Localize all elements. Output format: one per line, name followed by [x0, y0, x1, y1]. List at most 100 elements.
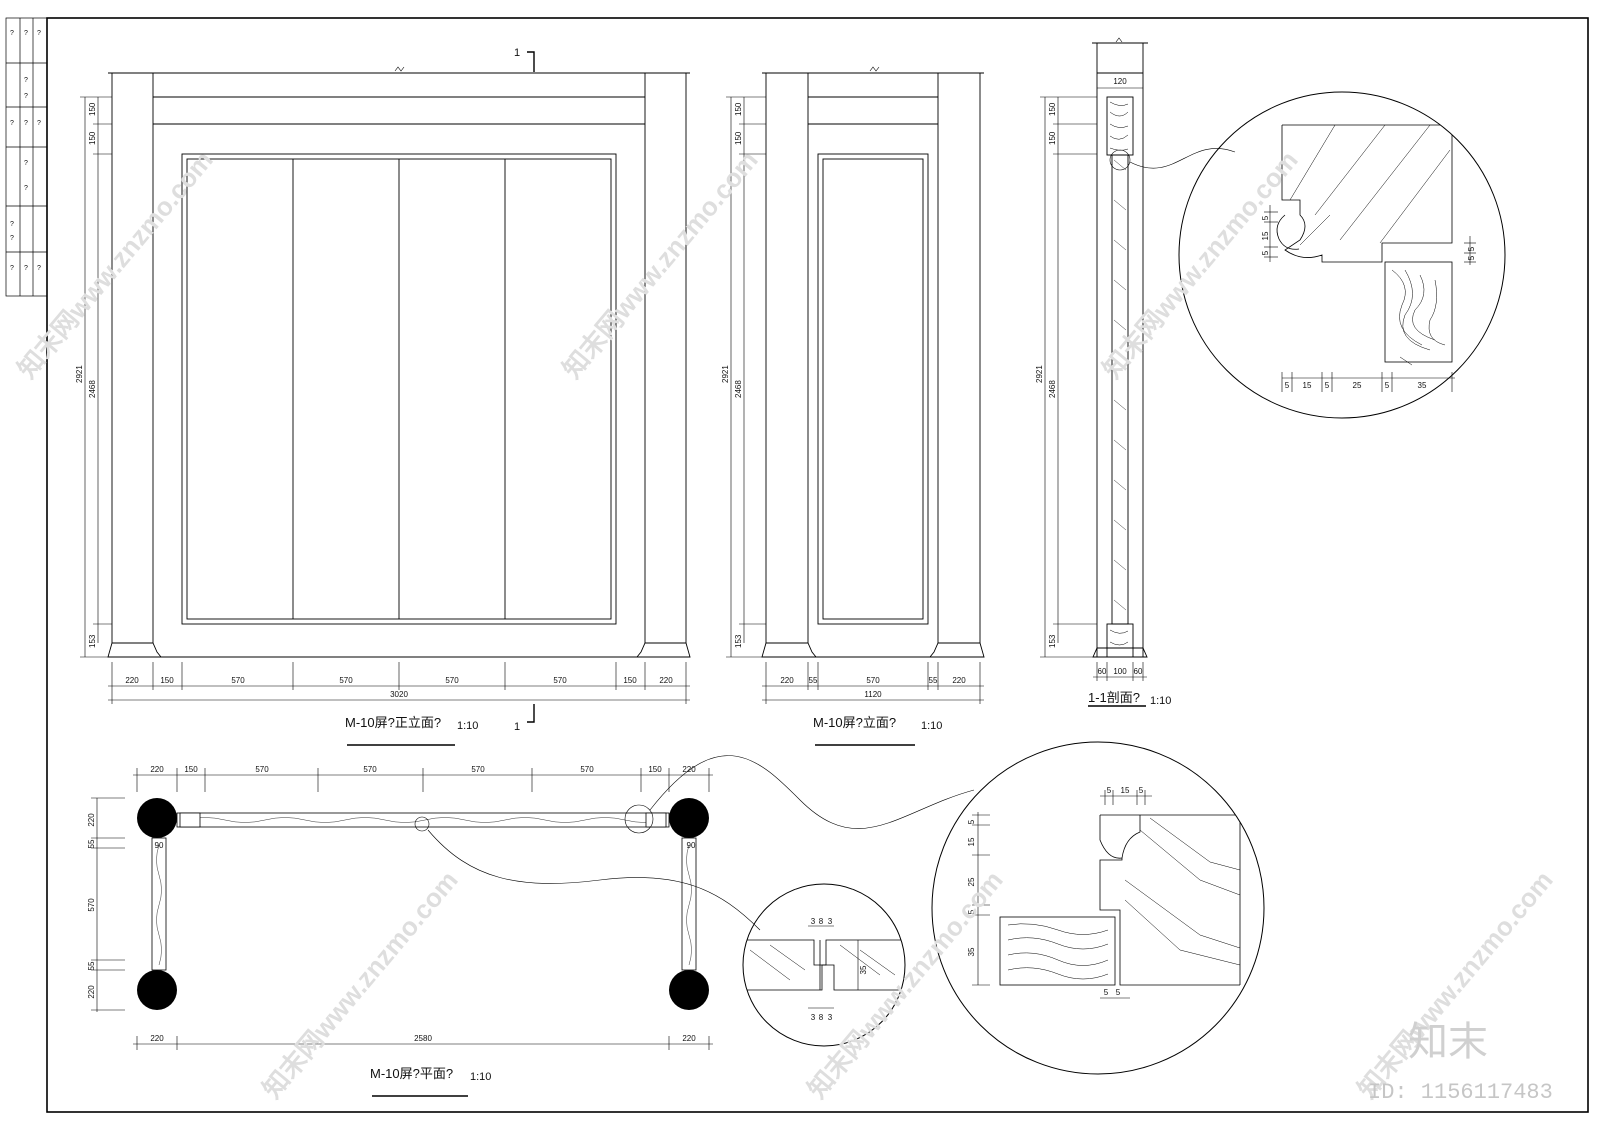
title-block-cell: ? — [10, 221, 14, 228]
side-elevation — [761, 66, 985, 658]
front-horizontal-dims: 220 150 570 570 570 570 150 220 3020 — [125, 676, 673, 699]
title-block-cell: ? — [37, 120, 41, 127]
section-dims: 120 150 150 2468 153 2921 60 100 60 — [1035, 77, 1143, 676]
watermark-overlay: 知末网www.znzmo.com 知末网www.znzmo.com 知末网www… — [12, 145, 1559, 1104]
dim-label: 570 — [339, 676, 353, 685]
detail-top-content — [1276, 124, 1453, 366]
dim-label: 3 — [828, 1013, 833, 1022]
section-title: 1-1剖面? — [1088, 690, 1140, 705]
detail-small-dims: 3 8 3 3 8 3 35 — [811, 917, 868, 1022]
dim-label: 2921 — [75, 365, 84, 383]
dim-label: 5 — [1139, 786, 1144, 795]
side-elevation-title: M-10屏?立面? — [813, 715, 896, 730]
dim-label: 5 — [1104, 988, 1109, 997]
detail-circle-small — [742, 883, 906, 1047]
dim-label: 35 — [1418, 381, 1427, 390]
section-view — [1092, 37, 1148, 658]
dim-label: 220 — [125, 676, 139, 685]
detail-top-dim-lines — [1264, 205, 1476, 392]
dim-label: 150 — [623, 676, 637, 685]
dim-label: 570 — [445, 676, 459, 685]
title-block-cell: ? — [24, 120, 28, 127]
dim-label: 15 — [1261, 231, 1270, 240]
side-vertical-dims: 150 150 2468 153 2921 — [721, 102, 743, 648]
title-block-cell: ? — [24, 93, 28, 100]
dim-label: 150 — [648, 765, 662, 774]
dim-label: 570 — [231, 676, 245, 685]
dim-label: 5 — [1285, 381, 1290, 390]
title-block-cell: ? — [24, 77, 28, 84]
title-block-cell: ? — [24, 185, 28, 192]
dim-label: 90 — [155, 841, 164, 850]
title-block-text: ? ? ? ? ? ? ? ? ? ? ? ? ? ? ? — [10, 30, 41, 272]
dim-label: 220 — [682, 765, 696, 774]
title-block-cell: ? — [10, 265, 14, 272]
dim-label: 2468 — [1048, 380, 1057, 398]
dim-label: 5 — [967, 909, 976, 914]
detail-large-dims: 5 15 5 5 15 25 5 35 5 5 — [967, 786, 1144, 997]
dim-label: 25 — [1353, 381, 1362, 390]
title-block-cell: ? — [24, 160, 28, 167]
dim-label: 570 — [255, 765, 269, 774]
dim-label: 150 — [734, 131, 743, 145]
dim-label: 3 — [811, 1013, 816, 1022]
plan-view — [137, 798, 709, 1010]
column-post — [137, 798, 177, 838]
dim-label: 55 — [809, 676, 818, 685]
dim-label-overall: 1120 — [864, 690, 882, 699]
dim-label: 5 — [1325, 381, 1330, 390]
title-block-cell: ? — [10, 235, 14, 242]
section-mark-label: 1 — [514, 47, 520, 59]
dim-label: 15 — [1303, 381, 1312, 390]
section-mark-label: 1 — [514, 721, 520, 733]
dim-label: 220 — [87, 985, 96, 999]
dim-label: 220 — [150, 1034, 164, 1043]
detail-small-dim-lines — [808, 925, 859, 1009]
dim-label: 220 — [780, 676, 794, 685]
front-elevation-scale: 1:10 — [457, 720, 478, 732]
dim-label: 8 — [819, 917, 824, 926]
detail-circle-large — [931, 741, 1265, 1075]
dim-label: 8 — [819, 1013, 824, 1022]
leader-line — [427, 829, 761, 931]
dim-label: 2468 — [734, 380, 743, 398]
dim-label-overall: 3020 — [390, 690, 408, 699]
dim-label: 5 — [1116, 988, 1121, 997]
title-block-cell: ? — [24, 265, 28, 272]
dim-label: 570 — [363, 765, 377, 774]
plan-dims: 220 150 570 570 570 570 150 220 220 55 5… — [87, 765, 696, 1043]
dim-label: 5 — [1261, 215, 1270, 220]
dim-label: 150 — [160, 676, 174, 685]
front-vertical-dims: 150 150 2468 153 2921 — [75, 102, 97, 648]
dim-label: 150 — [734, 102, 743, 116]
dim-label: 220 — [87, 813, 96, 827]
dim-label: 15 — [1121, 786, 1130, 795]
dim-label: 220 — [682, 1034, 696, 1043]
section-dim-lines — [1040, 87, 1147, 681]
dim-label: 60 — [1134, 667, 1143, 676]
plan-dim-lines — [91, 768, 713, 1050]
dim-label: 90 — [687, 841, 696, 850]
dim-label: 2921 — [721, 365, 730, 383]
dim-label: 55 — [87, 961, 96, 970]
dim-label: 35 — [967, 947, 976, 956]
dim-label: 55 — [87, 839, 96, 848]
leader-line — [649, 755, 975, 829]
watermark-text: 知末网www.znzmo.com — [802, 865, 1009, 1104]
dim-label: 570 — [87, 898, 96, 912]
title-block — [5, 17, 48, 297]
dim-label: 2468 — [88, 380, 97, 398]
dim-label: 25 — [967, 877, 976, 886]
detail-circle-top — [1178, 91, 1506, 419]
sheet-border — [46, 17, 1589, 1113]
dim-label: 3 — [811, 917, 816, 926]
detail-large-content — [999, 814, 1241, 986]
plan-scale: 1:10 — [470, 1071, 491, 1083]
dim-label: 570 — [553, 676, 567, 685]
column-post — [669, 798, 709, 838]
dim-label: 150 — [88, 131, 97, 145]
leader-line — [1129, 148, 1236, 169]
dim-label: 5 — [1385, 381, 1390, 390]
dim-label: 570 — [866, 676, 880, 685]
detail-large-dim-lines — [972, 790, 1152, 999]
